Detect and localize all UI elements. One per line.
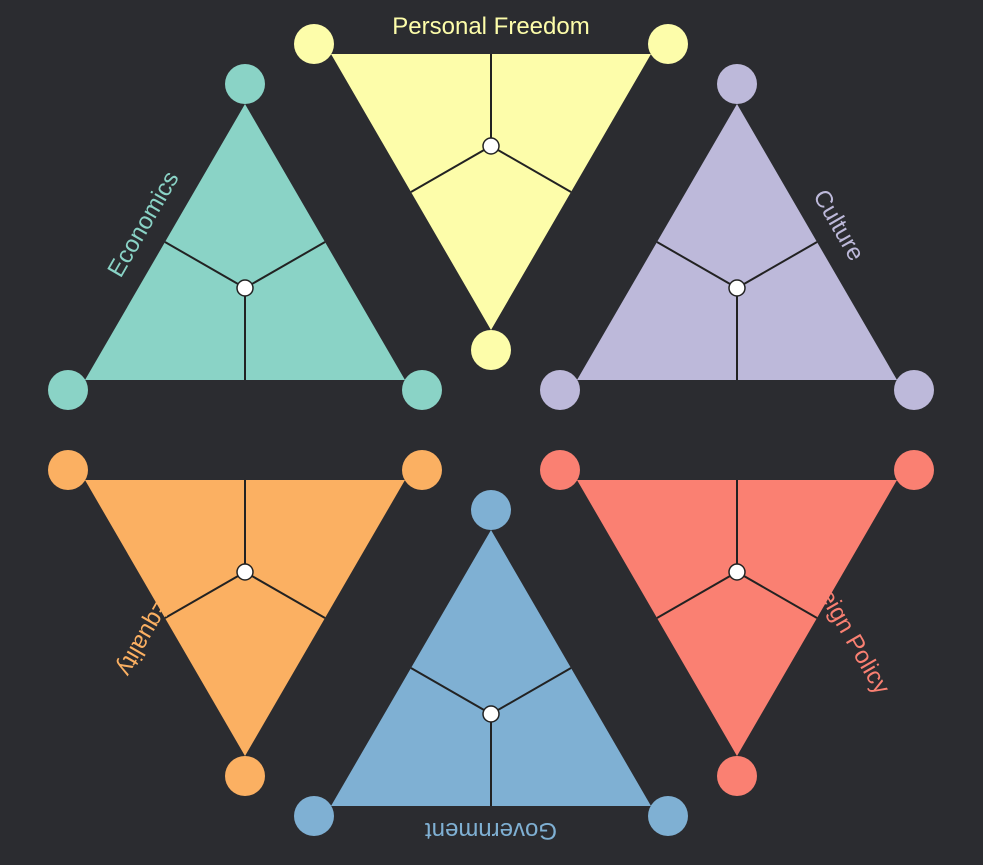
region-dividers: [164, 241, 326, 380]
vertex-handle-left[interactable]: [294, 24, 334, 64]
vertex-handle-left[interactable]: [48, 370, 88, 410]
triangle-culture: [577, 104, 897, 380]
vertex-handle-top[interactable]: [471, 490, 511, 530]
region-dividers: [656, 241, 818, 380]
region-dividers: [410, 667, 572, 806]
panel-government: Government: [294, 490, 688, 844]
vertex-handle-right[interactable]: [648, 796, 688, 836]
vertex-handle-right[interactable]: [648, 24, 688, 64]
position-marker[interactable]: [482, 137, 500, 155]
position-marker[interactable]: [728, 563, 746, 581]
vertex-handle-left[interactable]: [48, 450, 88, 490]
region-dividers: [410, 54, 572, 193]
triangle-personal-freedom: [331, 54, 651, 330]
vertex-handle-top[interactable]: [225, 64, 265, 104]
vertex-handle-top[interactable]: [717, 64, 757, 104]
triangle-equality: [85, 480, 405, 756]
vertex-handle-bottom[interactable]: [717, 756, 757, 796]
vertex-handle-left[interactable]: [540, 450, 580, 490]
label-government: Government: [425, 817, 557, 844]
position-marker[interactable]: [728, 279, 746, 297]
label-equality: Equality: [111, 593, 177, 680]
triangle-government: [331, 530, 651, 806]
triangle-economics: [85, 104, 405, 380]
triangle-foreign-policy: [577, 480, 897, 756]
position-marker[interactable]: [236, 563, 254, 581]
vertex-handle-bottom[interactable]: [471, 330, 511, 370]
vertex-handle-right[interactable]: [894, 450, 934, 490]
vertex-handle-right[interactable]: [402, 450, 442, 490]
region-dividers: [164, 480, 326, 619]
vertex-handle-left[interactable]: [294, 796, 334, 836]
panel-personal-freedom: Personal Freedom: [294, 13, 688, 370]
vertex-handle-right[interactable]: [402, 370, 442, 410]
vertex-handle-right[interactable]: [894, 370, 934, 410]
position-marker[interactable]: [236, 279, 254, 297]
position-marker[interactable]: [482, 705, 500, 723]
vertex-handle-left[interactable]: [540, 370, 580, 410]
region-dividers: [656, 480, 818, 619]
vertex-handle-bottom[interactable]: [225, 756, 265, 796]
label-personal-freedom: Personal Freedom: [392, 13, 589, 40]
